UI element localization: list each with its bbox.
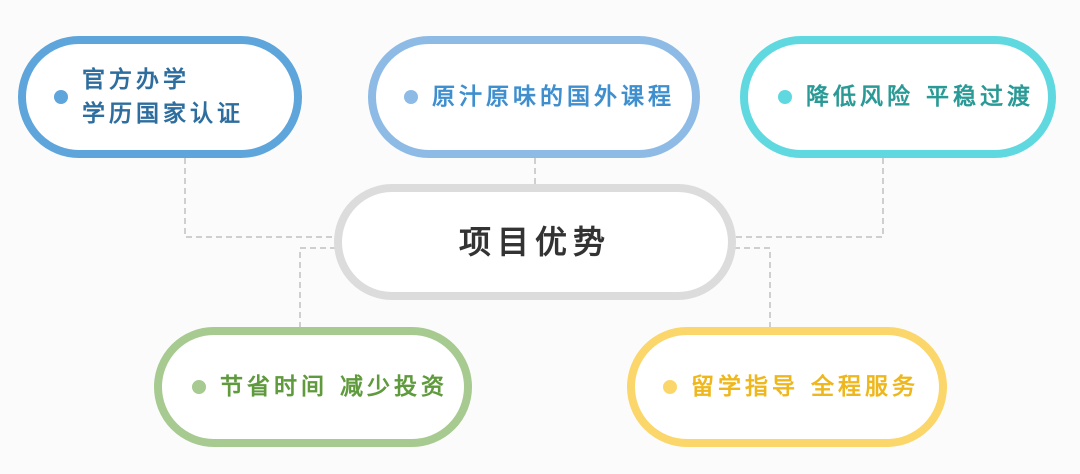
bullet-dot-icon [404,90,418,104]
bullet-dot-icon [54,90,68,104]
connector-item-1 [184,158,336,238]
bullet-dot-icon [663,380,677,394]
node-label: 留学指导 全程服务 [691,374,920,400]
advantage-node-risk: 降低风险 平稳过渡 [740,36,1056,158]
connector-item-3 [734,158,884,238]
node-label-line1: 官方办学 [82,67,190,93]
node-label: 原汁原味的国外课程 [432,84,675,110]
node-label: 节省时间 减少投资 [220,374,449,400]
advantage-node-savings: 节省时间 减少投资 [154,327,472,447]
bullet-dot-icon [192,380,206,394]
node-label-line2: 学历国家认证 [82,101,244,127]
bullet-dot-icon [778,90,792,104]
connector-item-4 [299,247,336,328]
advantage-node-courses: 原汁原味的国外课程 [368,36,700,158]
connector-item-5 [734,247,771,328]
advantage-node-official: 官方办学 学历国家认证 [18,36,302,158]
advantage-node-guidance: 留学指导 全程服务 [627,327,947,447]
center-node: 项目优势 [334,184,736,300]
node-label: 降低风险 平稳过渡 [806,84,1035,110]
center-title: 项目优势 [458,223,611,261]
